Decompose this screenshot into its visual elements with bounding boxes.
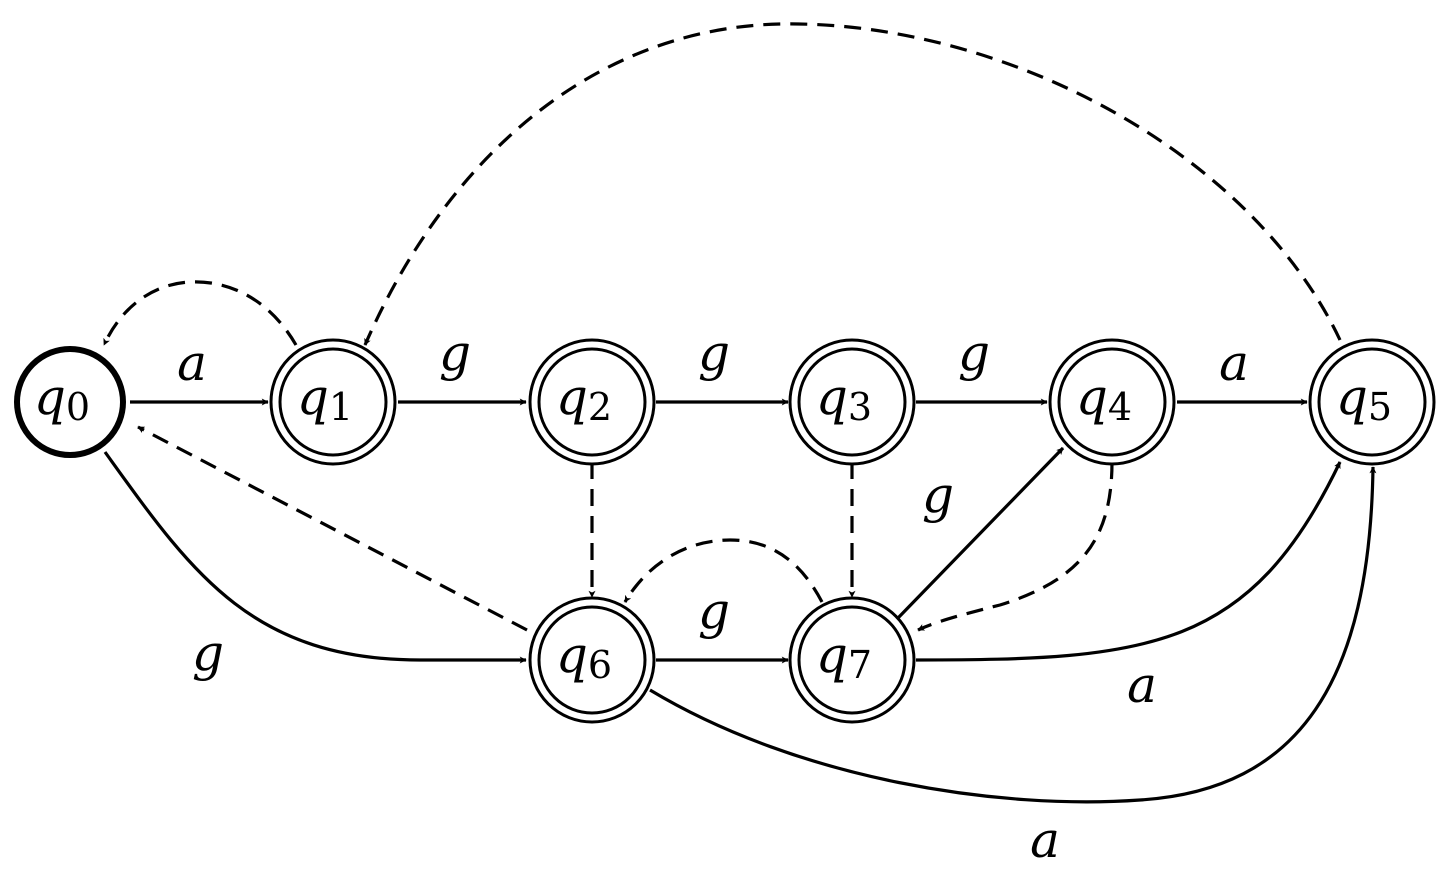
edge-label: g — [922, 466, 954, 524]
state-subscript: 2 — [588, 385, 612, 429]
transition-edge — [915, 461, 1342, 662]
failure-link — [363, 22, 1342, 346]
svg-text:q5: q5 — [1336, 368, 1392, 429]
svg-text:q4: q4 — [1076, 368, 1132, 429]
state-base: q — [816, 368, 848, 426]
state-base: q — [816, 626, 848, 684]
state-base: q — [1076, 368, 1108, 426]
state-q3: q3 — [788, 338, 916, 466]
transition-edge — [649, 466, 1377, 804]
transition-edge — [896, 446, 1065, 620]
state-subscript: 1 — [329, 385, 353, 429]
edge-label: a — [1030, 811, 1060, 869]
svg-text:q1: q1 — [297, 368, 353, 429]
edge-label: a — [1219, 334, 1249, 392]
state-q1: q1 — [269, 338, 397, 466]
failure-link — [137, 425, 528, 632]
state-base: q — [34, 368, 66, 426]
edge-label: a — [1127, 656, 1157, 714]
edge-label: g — [439, 324, 471, 382]
state-subscript: 7 — [848, 643, 872, 687]
state-q2: q2 — [528, 338, 656, 466]
state-base: q — [297, 368, 329, 426]
svg-text:q6: q6 — [556, 626, 612, 687]
failure-link — [917, 461, 1114, 632]
state-q5: q5 — [1308, 338, 1436, 466]
state-q0: q0 — [14, 346, 126, 458]
edge-label: g — [698, 582, 730, 640]
state-subscript: 5 — [1368, 385, 1392, 429]
svg-text:q2: q2 — [556, 368, 612, 429]
svg-text:q3: q3 — [816, 368, 872, 429]
svg-text:q0: q0 — [34, 368, 90, 429]
failure-link — [623, 538, 824, 603]
state-q6: q6 — [528, 596, 656, 724]
state-q4: q4 — [1048, 338, 1176, 466]
edge-label: a — [177, 334, 207, 392]
state-subscript: 3 — [848, 385, 872, 429]
svg-text:q7: q7 — [816, 626, 872, 687]
failure-link — [102, 280, 298, 346]
state-q7: q7 — [788, 596, 916, 724]
edge-label: g — [192, 624, 224, 682]
edge-label: g — [958, 324, 990, 382]
state-subscript: 6 — [588, 643, 612, 687]
state-base: q — [556, 368, 588, 426]
state-base: q — [556, 626, 588, 684]
edge-label: g — [698, 324, 730, 382]
state-base: q — [1336, 368, 1368, 426]
transition-edge — [103, 451, 527, 664]
state-subscript: 4 — [1108, 385, 1132, 429]
state-subscript: 0 — [66, 385, 90, 429]
